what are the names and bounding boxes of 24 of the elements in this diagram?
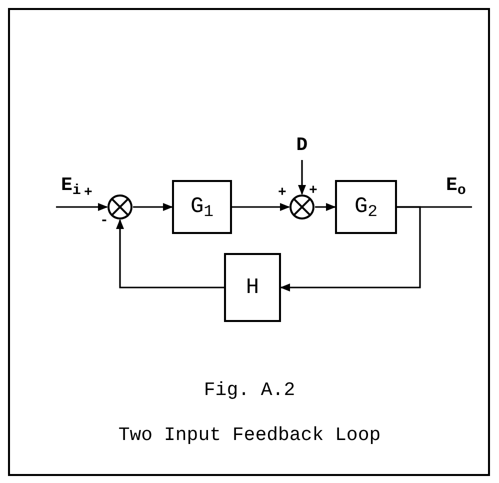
connector-arrow [280,206,421,292]
block-label: G$_{2}$ [354,196,378,218]
signal-label: D [296,136,308,155]
connector-arrow [56,203,108,211]
sign-label: + [309,184,318,198]
figure-caption: Two Input Feedback Loop [117,426,382,445]
signal-label: E$_{i}$ [61,176,81,195]
figure-number: Fig. A.2 [202,381,296,400]
block-label: G$_{1}$ [190,196,214,218]
block-box [335,180,397,234]
connector-arrow [232,203,290,211]
summing-junction [107,194,133,220]
connector-arrow [133,203,173,211]
summing-junction [289,194,315,220]
connector-arrow [298,160,306,195]
block-box [172,180,232,234]
sign-label: + [84,186,92,200]
sign-label: + [278,186,286,200]
block-label: H [246,276,260,298]
block-box [224,253,281,322]
connector-arrow [116,219,224,288]
sign-label: - [100,214,108,228]
signal-label: E$_{o}$ [446,176,466,195]
connector-arrow [315,203,336,211]
